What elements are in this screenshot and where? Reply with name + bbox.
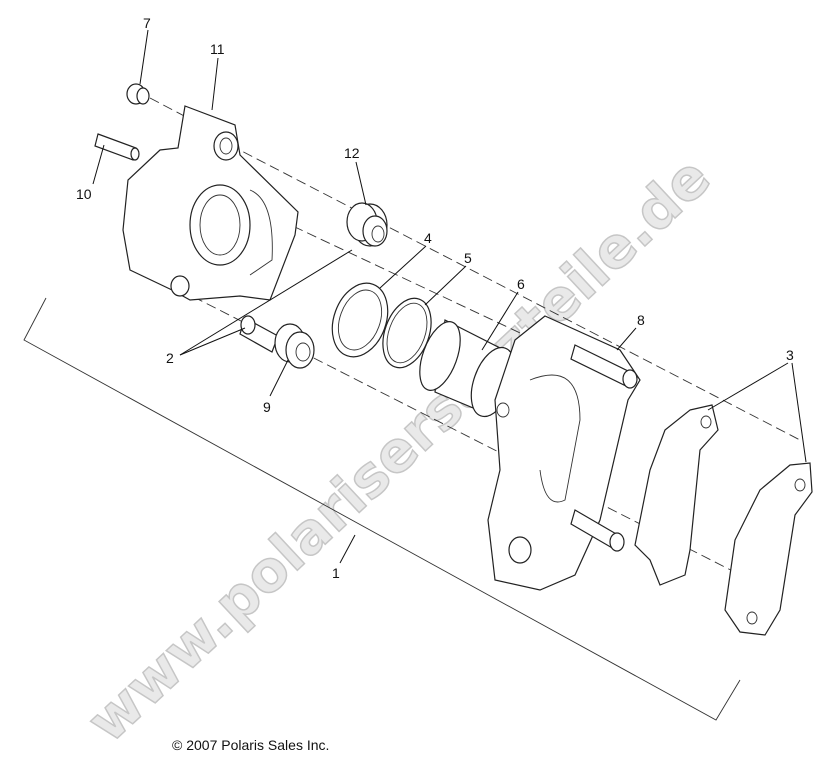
part-12-boot[interactable] (346, 202, 388, 247)
callout-6[interactable]: 6 (517, 276, 525, 292)
callout-4[interactable]: 4 (424, 230, 432, 246)
part-11-caliper-body[interactable] (122, 105, 299, 301)
copyright-notice: © 2007 Polaris Sales Inc. (172, 737, 330, 753)
callout-3[interactable]: 3 (786, 347, 794, 363)
part-7-bleeder-cap[interactable] (126, 83, 150, 105)
part-2-pin[interactable] (239, 315, 279, 353)
callout-12[interactable]: 12 (344, 145, 360, 161)
callout-10[interactable]: 10 (76, 186, 92, 202)
part-9-boot[interactable] (274, 323, 315, 369)
callout-8[interactable]: 8 (637, 312, 645, 328)
callout-11[interactable]: 11 (210, 41, 225, 57)
part-3-brake-pad-inner[interactable] (634, 404, 719, 586)
assembly-axis-line (279, 219, 621, 381)
part-8-mounting-bracket[interactable] (487, 315, 641, 591)
part-10-bleeder-screw[interactable] (94, 133, 140, 161)
callout-2[interactable]: 2 (166, 350, 174, 366)
assembly-axis-line (229, 144, 801, 441)
part-4-seal[interactable] (323, 275, 398, 364)
callout-9[interactable]: 9 (263, 399, 271, 415)
part-3-brake-pad-outer[interactable] (724, 462, 813, 636)
leader-lines (92, 29, 807, 564)
assembly-bracket (23, 297, 741, 721)
callout-1[interactable]: 1 (332, 565, 340, 581)
callout-5[interactable]: 5 (464, 250, 472, 266)
callout-7[interactable]: 7 (143, 15, 151, 31)
